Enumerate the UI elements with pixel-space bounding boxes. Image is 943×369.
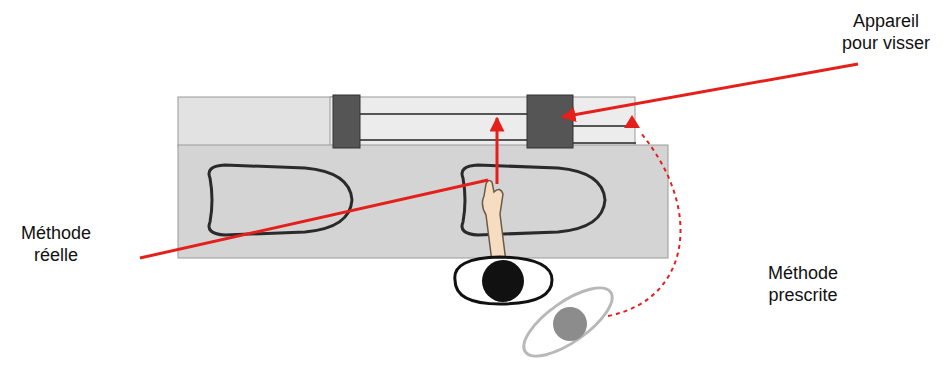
leader-line: [562, 64, 858, 117]
shoe-outline: [209, 165, 352, 235]
ghost-head: [553, 307, 587, 341]
reach-arrow: [496, 118, 499, 184]
device-block: [527, 95, 573, 148]
bench-front: [178, 145, 668, 258]
leader-line: [140, 180, 488, 258]
rail-area: [330, 97, 635, 147]
prescribed-arrowhead: [624, 115, 640, 128]
operator-head: [482, 260, 524, 302]
prescribed-path: [608, 132, 681, 316]
callout-label: Méthode prescrite: [748, 262, 858, 306]
callout-label: Appareil pour visser: [834, 10, 938, 54]
operator-body: [455, 257, 552, 304]
callout-label: Méthode réelle: [4, 222, 108, 266]
device-block: [333, 95, 360, 148]
arm-hand: [482, 180, 506, 262]
bench-back: [178, 97, 333, 147]
